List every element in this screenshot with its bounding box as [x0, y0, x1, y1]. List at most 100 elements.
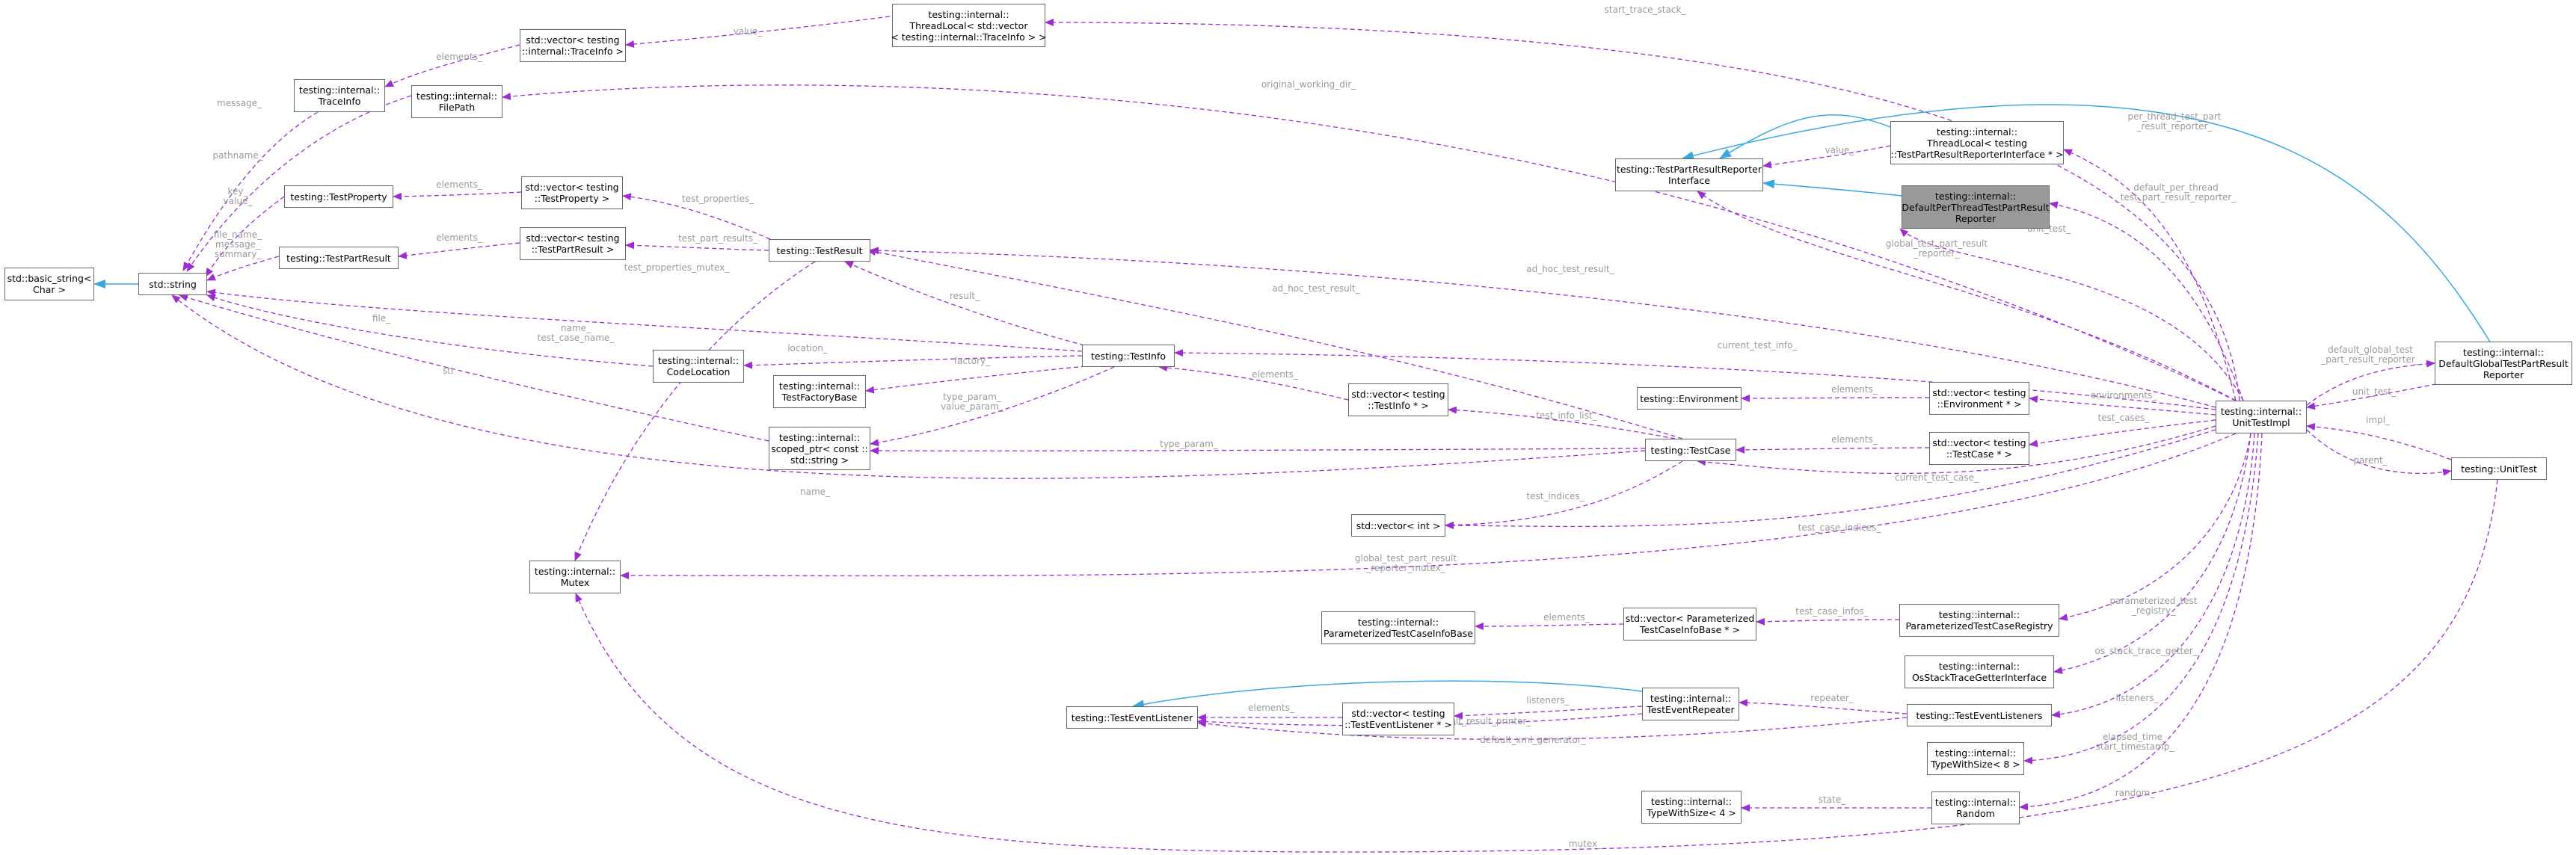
node-environment[interactable]: testing::Environment — [1637, 387, 1742, 410]
node-test-event-repeater[interactable]: testing::internal:: TestEventRepeater — [1642, 688, 1739, 720]
edge-label: global_test_part_result_reporter_mutex_ — [1355, 553, 1457, 573]
dependency-edge — [384, 44, 520, 87]
node-unittest[interactable]: testing::UnitTest — [2451, 457, 2547, 480]
edge-label: elements_ — [436, 232, 483, 243]
edge-label: parameterized_test_registry_ — [2109, 596, 2197, 616]
edge-label: elements_ — [1252, 369, 1299, 380]
dependency-edge — [2023, 433, 2259, 765]
dependency-edge — [870, 247, 2216, 408]
edge-label: ad_hoc_test_result_ — [1526, 264, 1615, 274]
edge-label: result_ — [950, 291, 980, 301]
node-testcase[interactable]: testing::TestCase — [1645, 439, 1736, 461]
dependency-edge — [1045, 19, 2240, 401]
node-codelocation[interactable]: testing::internal:: CodeLocation — [653, 350, 744, 383]
dependency-edge — [1697, 191, 2237, 401]
node-type-with-size-4[interactable]: testing::internal:: TypeWithSize< 4 > — [1641, 791, 1742, 824]
node-vector-testcase[interactable]: std::vector< testing ::TestCase * > — [1929, 432, 2029, 465]
edge-label: name_test_case_name_ — [538, 323, 615, 343]
dependency-edge — [206, 256, 280, 281]
inheritance-edge — [1682, 104, 2491, 342]
node-vector-traceinfo[interactable]: std::vector< testing ::internal::TraceIn… — [520, 29, 626, 62]
edge-label: current_test_info_ — [1718, 340, 1798, 351]
edge-label: mutex_ — [1569, 839, 1602, 849]
dependency-edge — [398, 242, 520, 259]
node-vector-event-listener[interactable]: std::vector< testing ::TestEventListener… — [1342, 703, 1454, 735]
edge-label: elements_ — [1831, 384, 1878, 395]
edge-label: random_ — [2115, 788, 2156, 798]
node-vector-testpartresult[interactable]: std::vector< testing ::TestPartResult > — [520, 227, 626, 260]
node-filepath[interactable]: testing::internal:: FilePath — [411, 85, 502, 118]
node-os-stack-trace[interactable]: testing::internal:: OsStackTraceGetterIn… — [1905, 655, 2054, 688]
edge-label: test_indices_ — [1526, 491, 1584, 501]
dependency-edge — [179, 294, 769, 442]
node-testinfo[interactable]: testing::TestInfo — [1082, 345, 1175, 367]
edge-label: state_ — [1819, 794, 1846, 805]
dependency-edge — [625, 241, 769, 251]
dependency-edge — [844, 261, 1085, 346]
dependency-edge — [622, 193, 771, 240]
dependency-edge — [2049, 201, 2244, 401]
dependency-edge — [1739, 699, 1908, 714]
edge-label: message_ — [217, 98, 262, 108]
dependency-edge — [1454, 706, 1643, 720]
edge-label: default_global_test_part_result_reporter… — [2320, 345, 2420, 365]
node-tpr-interface[interactable]: testing::TestPartResultReporter Interfac… — [1615, 158, 1763, 191]
node-vector-environment[interactable]: std::vector< testing ::Environment * > — [1929, 382, 2029, 415]
node-param-info-base[interactable]: testing::internal:: ParameterizedTestCas… — [1321, 611, 1475, 644]
edge-label: elapsed_time_start_timestamp_ — [2096, 732, 2175, 752]
dependency-edge — [870, 447, 1646, 455]
dependency-edge — [502, 84, 2237, 401]
dependency-edge — [1448, 406, 1676, 439]
node-vector-int[interactable]: std::vector< int > — [1351, 514, 1445, 537]
node-threadlocal-traceinfo[interactable]: testing::internal:: ThreadLocal< std::ve… — [891, 4, 1047, 47]
dependency-edge — [574, 261, 816, 561]
node-testfactorybase[interactable]: testing::internal:: TestFactoryBase — [773, 375, 866, 408]
node-threadlocal-tprri[interactable]: testing::internal:: ThreadLocal< testing… — [1890, 121, 2064, 164]
edge-label: default_per_thread_test_part_result_repo… — [2115, 182, 2237, 203]
dependency-edge — [743, 355, 1083, 369]
node-traceinfo[interactable]: testing::internal:: TraceInfo — [294, 79, 385, 112]
dependency-edge — [2053, 433, 2251, 674]
node-mutex[interactable]: testing::internal:: Mutex — [529, 561, 621, 593]
dependency-edge — [2019, 433, 2263, 811]
edge-label: file_name_message_summary_ — [214, 229, 262, 259]
edge-label: environments_ — [2091, 390, 2158, 401]
dependency-edge — [205, 196, 285, 277]
node-param-registry[interactable]: testing::internal:: ParameterizedTestCas… — [1899, 604, 2059, 637]
edge-label: test_case_infos_ — [1795, 606, 1869, 617]
node-unittestimpl[interactable]: testing::internal:: UnitTestImpl — [2216, 401, 2307, 433]
node-test-event-listener[interactable]: testing::TestEventListener — [1066, 706, 1198, 729]
edge-label: file_ — [372, 313, 391, 324]
node-vector-testproperty[interactable]: std::vector< testing ::TestProperty > — [521, 176, 623, 209]
node-testproperty[interactable]: testing::TestProperty — [284, 185, 393, 208]
inheritance-edge — [1762, 179, 1902, 197]
node-default-per-thread-reporter[interactable]: testing::internal:: DefaultPerThreadTest… — [1902, 185, 2050, 229]
node-test-event-listeners[interactable]: testing::TestEventListeners — [1907, 704, 2052, 726]
edge-label: repeater_ — [1810, 693, 1854, 703]
node-type-with-size-8[interactable]: testing::internal:: TypeWithSize< 8 > — [1927, 742, 2024, 775]
node-default-global-reporter[interactable]: testing::internal:: DefaultGlobalTestPar… — [2435, 342, 2572, 385]
dependency-edge — [870, 366, 1115, 447]
dependency-edge — [1197, 713, 1643, 726]
node-basic-string[interactable]: std::basic_string< Char > — [4, 268, 94, 300]
edge-label: os_stack_trace_getter_ — [2094, 646, 2198, 656]
node-testresult[interactable]: testing::TestResult — [769, 239, 870, 262]
node-std-string[interactable]: std::string — [138, 273, 207, 295]
dependency-edge — [2063, 149, 2237, 401]
edge-label: elements_ — [436, 179, 483, 190]
dependency-edge — [1756, 617, 1900, 626]
edge-label: test_properties_mutex_ — [624, 262, 731, 273]
node-testpartresult[interactable]: testing::TestPartResult — [279, 247, 399, 269]
node-vector-testinfo[interactable]: std::vector< testing ::TestInfo * > — [1348, 383, 1448, 416]
dependency-edge — [620, 433, 2237, 580]
dependency-edge — [1158, 364, 1349, 401]
node-scoped-ptr[interactable]: testing::internal:: scoped_ptr< const ::… — [769, 427, 870, 470]
node-vector-param-info-base[interactable]: std::vector< Parameterized TestCaseInfoB… — [1623, 608, 1756, 641]
edge-label: value_ — [734, 26, 763, 37]
node-random[interactable]: testing::internal:: Random — [1931, 791, 2020, 824]
dependency-edge — [1445, 460, 1683, 529]
dependency-edge — [206, 288, 1083, 352]
edge-label: unit_test_ — [2352, 386, 2397, 397]
inheritance-edge — [1132, 680, 1643, 709]
